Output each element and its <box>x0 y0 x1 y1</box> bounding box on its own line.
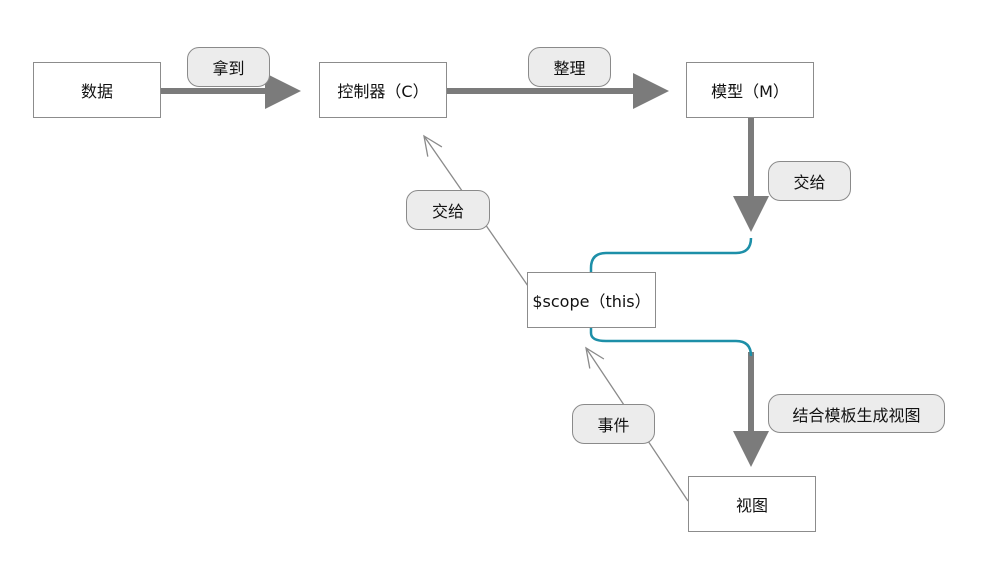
node-data: 数据 <box>33 62 161 118</box>
node-scope: $scope（this） <box>527 272 656 328</box>
label-event: 事件 <box>572 404 655 444</box>
label-get: 拿到 <box>187 47 270 87</box>
scope-bottom-bracket <box>589 327 753 357</box>
scope-top-bracket <box>589 237 753 272</box>
label-handover-model: 交给 <box>768 161 851 201</box>
arrow-head-scope <box>585 346 605 369</box>
node-model: 模型（M） <box>686 62 814 118</box>
node-controller: 控制器（C） <box>319 62 447 118</box>
label-handover-controller: 交给 <box>406 190 490 230</box>
arrow-head-controller <box>423 134 443 157</box>
node-view: 视图 <box>688 476 816 532</box>
label-organize: 整理 <box>528 47 611 87</box>
label-render-view: 结合模板生成视图 <box>768 394 945 433</box>
